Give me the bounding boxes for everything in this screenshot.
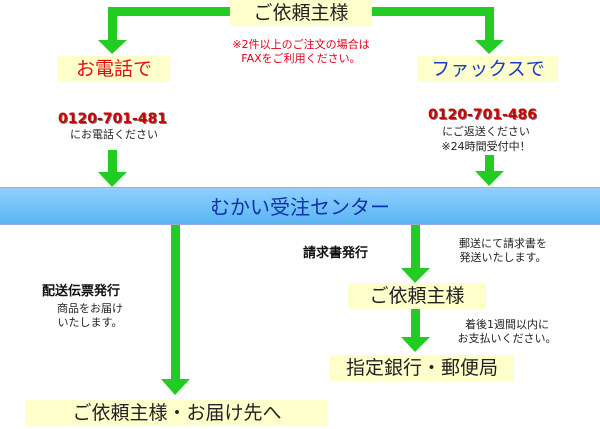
arrow-head-fax-center bbox=[475, 171, 504, 186]
arrow-head-phone bbox=[98, 40, 127, 54]
delivery-caption-line1: 商品をお届け bbox=[57, 302, 123, 315]
phone-caption: にお電話ください bbox=[70, 128, 158, 141]
fax-caption-line2: ※24時間受付中！ bbox=[441, 140, 531, 153]
phone-method-label: お電話で bbox=[58, 56, 170, 82]
fax-note-line1: ※2件以上のご注文の場合は bbox=[232, 38, 370, 51]
invoice-client-box: ご依頼主様 bbox=[348, 283, 486, 309]
delivery-slip-heading: 配送伝票発行 bbox=[42, 284, 121, 299]
fax-note-line2: FAXをご利用ください。 bbox=[241, 52, 361, 65]
arrow-head-phone-center bbox=[98, 172, 127, 187]
arrow-head-fax bbox=[475, 40, 504, 54]
order-center-bar: むかい受注センター bbox=[0, 187, 600, 225]
delivery-destination-box: ご依頼主様・お届け先へ bbox=[26, 400, 328, 426]
arrow-shaft-phone bbox=[108, 7, 117, 43]
delivery-caption-line2: いたします。 bbox=[57, 316, 123, 329]
arrow-shaft-phone-center bbox=[108, 150, 117, 174]
order-center-title: むかい受注センター bbox=[210, 195, 390, 219]
arrow-head-invoice bbox=[401, 268, 430, 283]
invoice-heading: 請求書発行 bbox=[303, 246, 369, 261]
payment-caption-line1: 着後1週間以内に bbox=[465, 318, 549, 331]
invoice-caption-line2: 発送いたします。 bbox=[459, 251, 547, 264]
top-client-box: ご依頼主様 bbox=[230, 0, 372, 26]
arrow-head-delivery bbox=[161, 379, 190, 395]
arrow-shaft-fax-center bbox=[485, 155, 494, 173]
arrow-shaft-bank bbox=[411, 306, 420, 340]
payment-caption-line2: お支払いください。 bbox=[457, 332, 557, 345]
bank-destination-box: 指定銀行・郵便局 bbox=[330, 355, 514, 381]
fax-number: 0120-701-486 bbox=[428, 107, 538, 123]
phone-number: 0120-701-481 bbox=[58, 111, 168, 127]
arrow-head-bank bbox=[401, 337, 430, 352]
arrow-shaft-fax bbox=[485, 7, 494, 43]
fax-caption-line1: にご返送ください bbox=[442, 125, 530, 138]
fax-method-label: ファックスで bbox=[418, 56, 558, 82]
arrow-shaft-invoice bbox=[411, 225, 420, 271]
invoice-caption-line1: 郵送にて請求書を bbox=[459, 237, 547, 250]
arrow-shaft-delivery bbox=[171, 225, 180, 381]
